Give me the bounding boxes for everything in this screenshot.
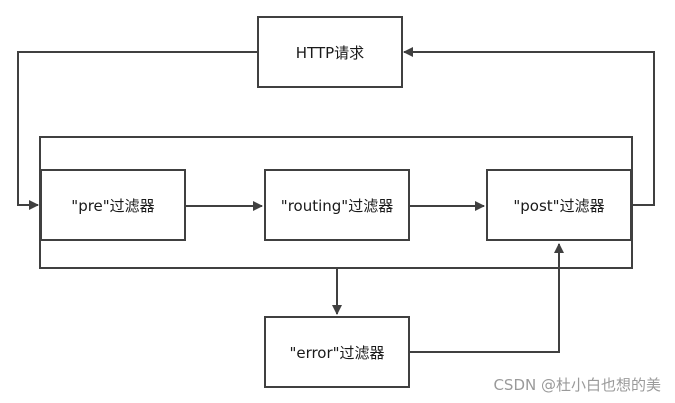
post-filter-node: "post"过滤器 <box>486 169 632 241</box>
error-filter-label: "error"过滤器 <box>289 343 385 362</box>
pre-filter-node: "pre"过滤器 <box>40 169 186 241</box>
routing-filter-node: "routing"过滤器 <box>264 169 410 241</box>
edge-error-to-post <box>410 243 564 353</box>
watermark-text: CSDN @杜小白也想的美 <box>493 376 661 394</box>
post-filter-label: "post"过滤器 <box>513 196 605 215</box>
routing-filter-label: "routing"过滤器 <box>280 196 394 215</box>
edge-http-to-pre <box>17 51 258 210</box>
edge-post-to-http <box>403 47 655 206</box>
pre-filter-label: "pre"过滤器 <box>71 196 155 215</box>
http-request-node: HTTP请求 <box>257 16 403 88</box>
http-request-label: HTTP请求 <box>295 43 365 62</box>
error-filter-node: "error"过滤器 <box>264 316 410 388</box>
